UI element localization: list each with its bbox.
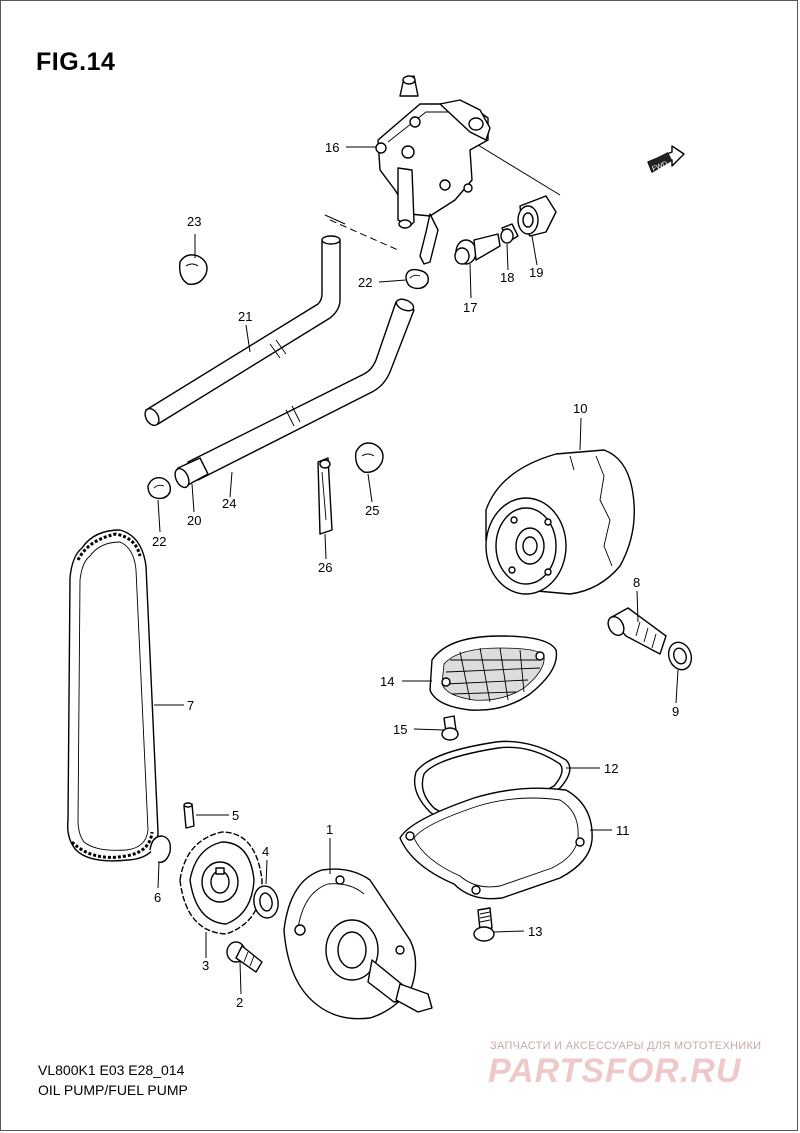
callout-15: 15	[393, 722, 407, 737]
callout-26: 26	[318, 560, 332, 575]
callout-6: 6	[154, 890, 161, 905]
oil-pump	[283, 868, 433, 1020]
circlip-6	[149, 835, 172, 863]
callout-16: 16	[325, 140, 339, 155]
sprocket-3	[179, 831, 263, 935]
model-code: VL800K1 E03 E28_014	[38, 1062, 185, 1078]
watermark-tagline: ЗАПЧАСТИ И АКСЕССУАРЫ ДЛЯ МОТОТЕХНИКИ	[490, 1040, 762, 1052]
callout-24: 24	[222, 496, 236, 511]
diagram-caption: OIL PUMP/FUEL PUMP	[38, 1082, 188, 1098]
callout-20: 20	[187, 513, 201, 528]
callout-1: 1	[326, 822, 333, 837]
oil-filter	[485, 449, 635, 595]
washer-9	[667, 641, 693, 671]
hose-clamp-25	[354, 442, 384, 473]
oil-strainer	[429, 635, 558, 711]
callout-22-upper: 22	[358, 275, 372, 290]
leader-lines	[154, 146, 679, 995]
fwd-arrow-icon: FWD	[647, 145, 685, 173]
callout-5: 5	[232, 808, 239, 823]
bolt-2	[226, 941, 263, 973]
screw-15	[441, 715, 459, 741]
figure-title: FIG.14	[36, 48, 116, 76]
watermark-logo: PARTSFOR.RU	[488, 1052, 742, 1090]
grommet-19	[517, 195, 557, 237]
callout-10: 10	[573, 401, 587, 416]
callout-7: 7	[187, 698, 194, 713]
callout-21: 21	[238, 309, 252, 324]
fuel-pump	[375, 75, 491, 265]
washer-4	[253, 885, 279, 919]
callout-25: 25	[365, 503, 379, 518]
spacer-18	[500, 223, 519, 244]
callout-13: 13	[528, 924, 542, 939]
callout-12: 12	[604, 761, 618, 776]
bolt-13	[473, 907, 495, 942]
callout-17: 17	[463, 300, 477, 315]
callout-2: 2	[236, 995, 243, 1010]
callout-9: 9	[672, 704, 679, 719]
union-bolt-8	[607, 607, 667, 655]
callout-19: 19	[529, 265, 543, 280]
hose-clamp-23	[178, 254, 208, 285]
bolt-17	[454, 233, 501, 265]
fuel-hose-21	[144, 235, 341, 427]
callout-14: 14	[380, 674, 394, 689]
strap-26	[317, 457, 333, 535]
hose-clamp-22-lower	[147, 476, 172, 500]
callout-3: 3	[202, 958, 209, 973]
callout-11: 11	[616, 823, 630, 838]
callout-numbers: 16 17 18 19 22 23 21 24 20 22 25 26 10 8…	[152, 140, 679, 1010]
callout-4: 4	[262, 844, 269, 859]
callout-18: 18	[500, 270, 514, 285]
callout-8: 8	[633, 575, 640, 590]
fitting-20	[174, 457, 209, 489]
oil-pan-11	[399, 787, 593, 900]
hose-clamp-22-upper	[405, 268, 429, 290]
drive-chain	[66, 529, 159, 862]
callout-22-lower: 22	[152, 534, 166, 549]
callout-23: 23	[187, 214, 201, 229]
pin-5	[183, 802, 195, 829]
